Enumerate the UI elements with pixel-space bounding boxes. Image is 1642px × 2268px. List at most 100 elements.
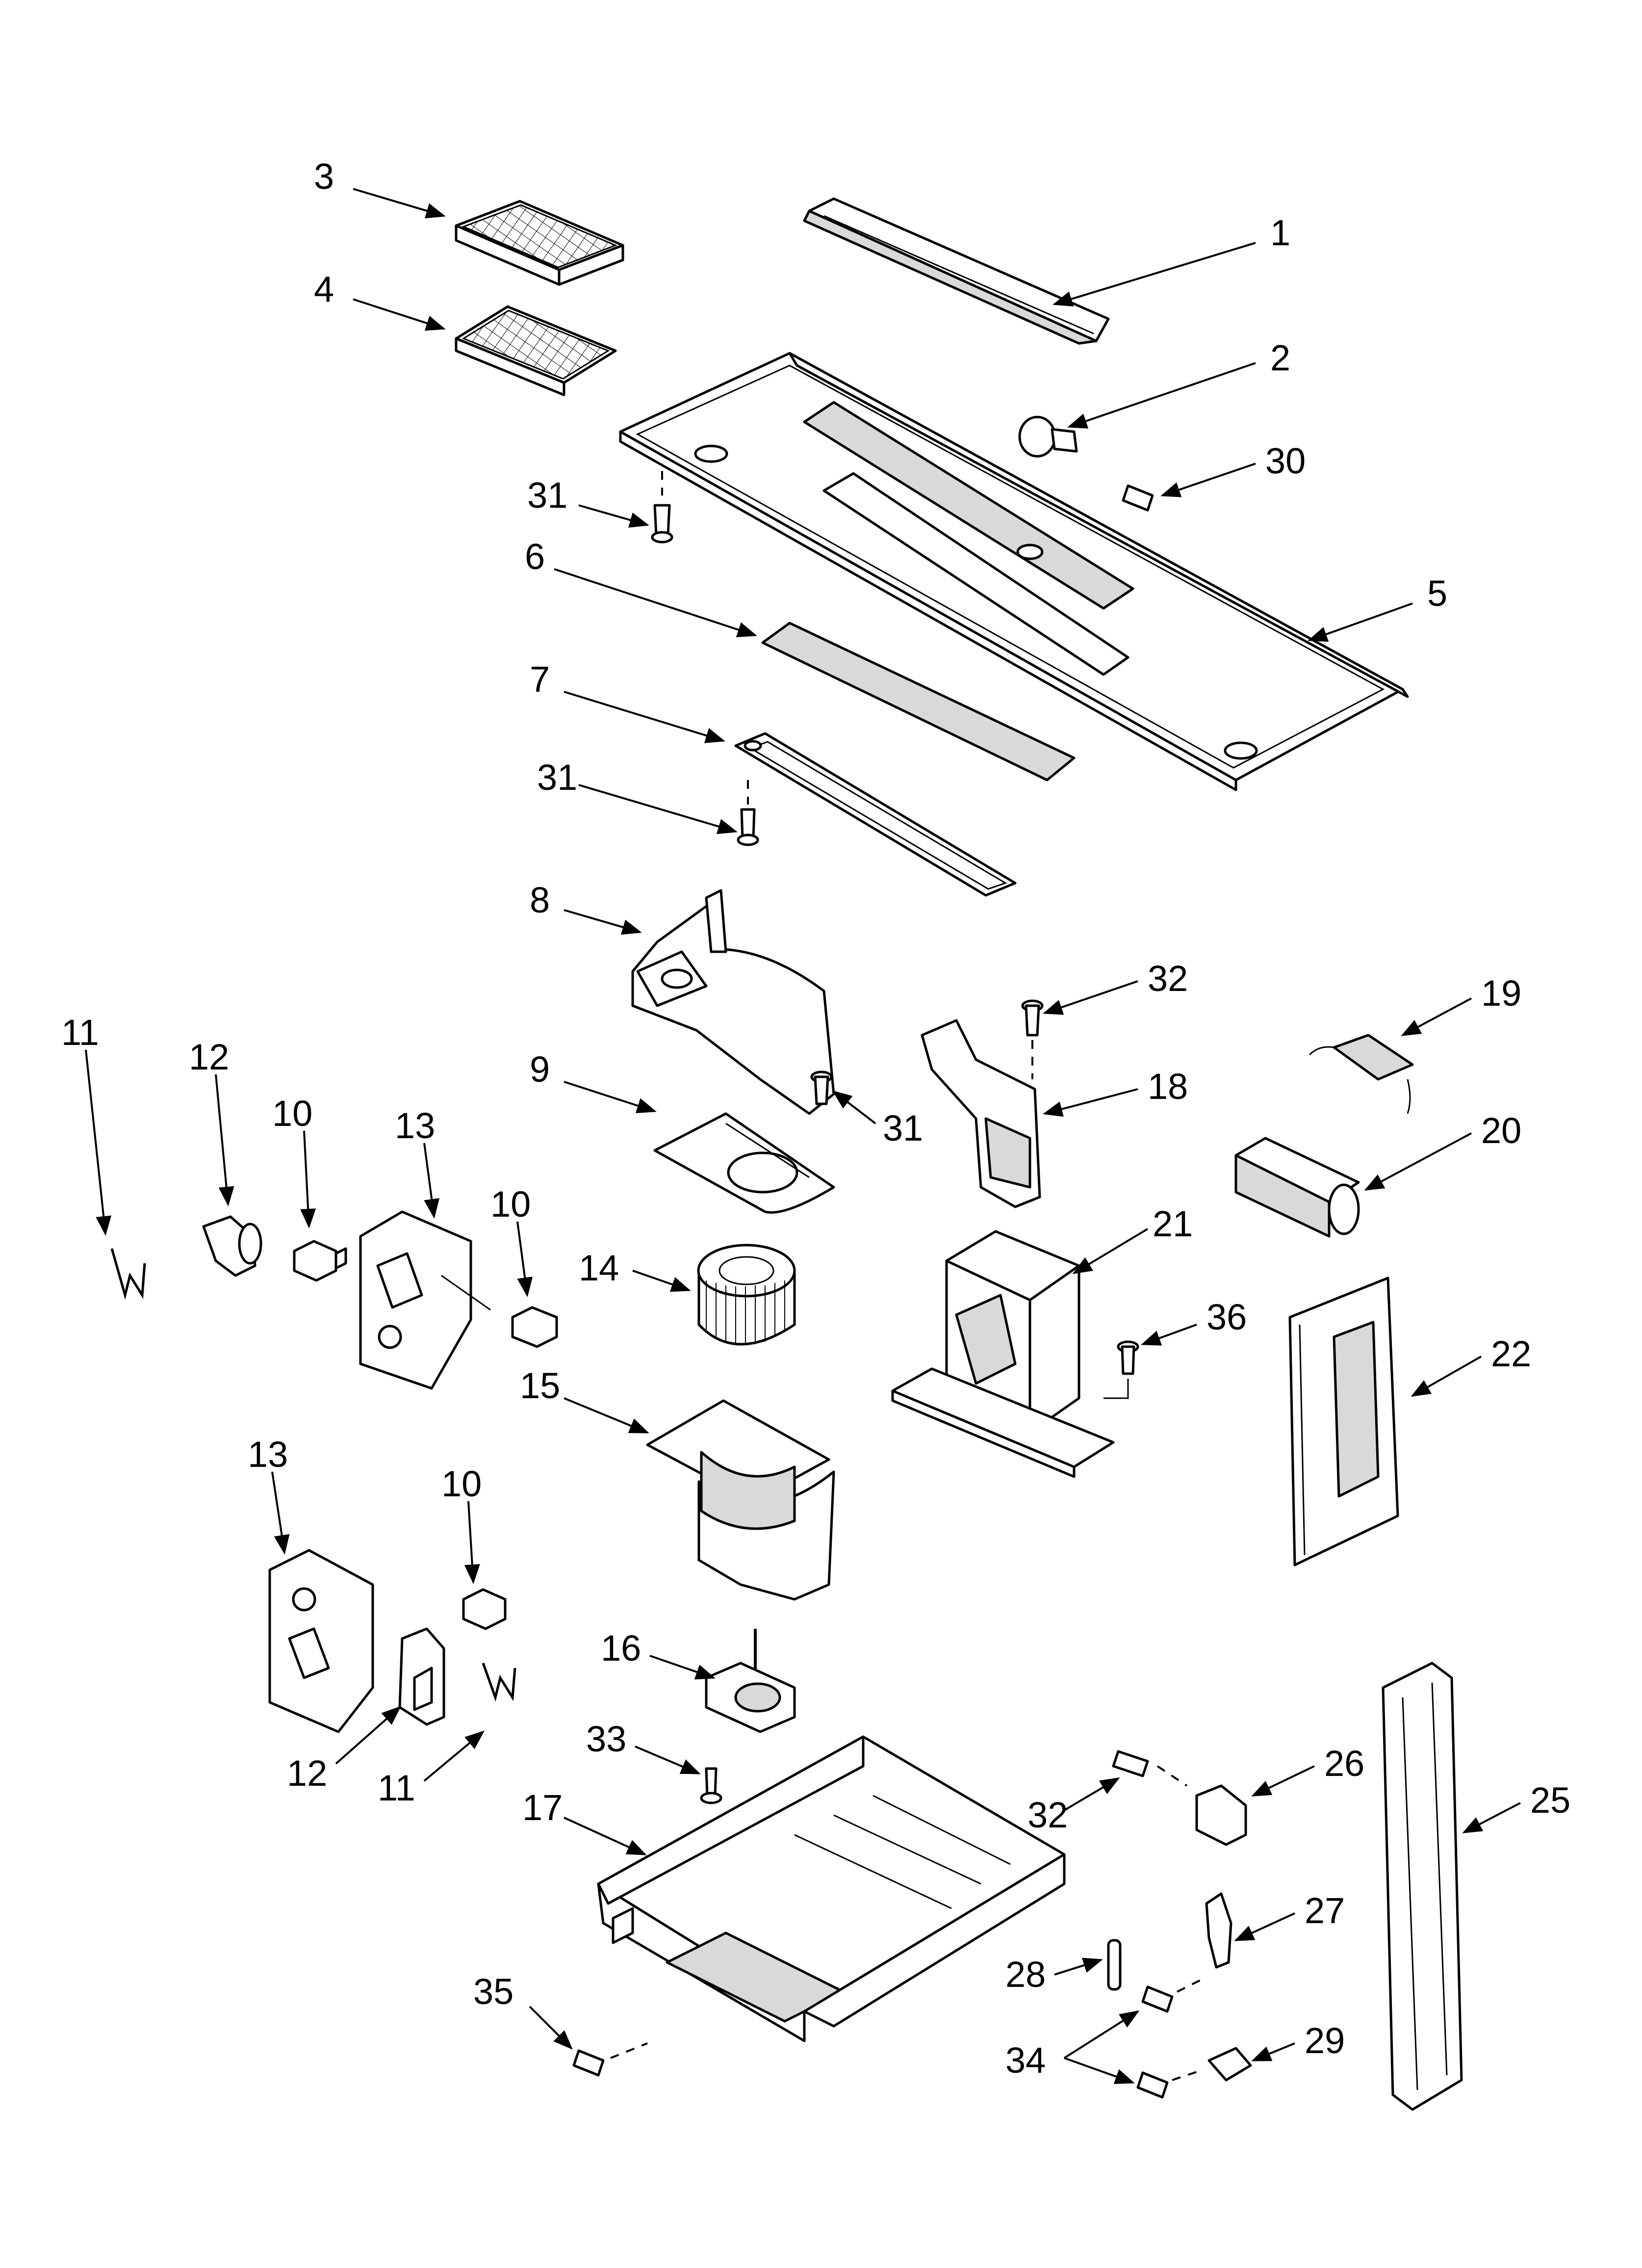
part-34-screw-a (1141, 1976, 1207, 2013)
callout-1: 1 (1270, 212, 1290, 253)
leader-2 (1067, 362, 1256, 429)
callout-10a: 10 (272, 1093, 312, 1134)
leader-31b (578, 784, 738, 834)
callout-19: 19 (1481, 973, 1521, 1014)
callout-14: 14 (579, 1248, 619, 1288)
leader-10c (464, 1501, 480, 1584)
part-22-side-panel (1288, 1277, 1399, 1566)
callout-30: 30 (1265, 441, 1306, 481)
leader-12b (335, 1706, 401, 1765)
part-21-transformer (891, 1230, 1115, 1478)
leader-5 (1308, 602, 1413, 642)
part-10-switch-a (293, 1240, 347, 1282)
leader-16 (649, 1655, 716, 1680)
leader-17 (564, 1817, 647, 1855)
part-16-motor (705, 1629, 796, 1733)
callout-36: 36 (1206, 1297, 1247, 1337)
part-13-latch-bracket-b (268, 1549, 374, 1733)
callout-4: 4 (314, 269, 334, 310)
callout-5: 5 (1427, 573, 1447, 614)
callout-9: 9 (530, 1049, 550, 1090)
callout-7: 7 (530, 659, 550, 700)
callout-31a: 31 (527, 475, 567, 516)
callout-6: 6 (525, 536, 545, 577)
callout-10b: 10 (490, 1184, 531, 1225)
callout-11b: 11 (378, 1768, 415, 1808)
leader-13b (271, 1471, 290, 1555)
part-33-screw (700, 1767, 722, 1804)
part-20-capacitor (1234, 1137, 1360, 1238)
leader-13a (423, 1143, 440, 1219)
leader-33 (635, 1746, 701, 1774)
callout-25: 25 (1530, 1780, 1570, 1821)
callout-labels: 1 2 3 4 5 6 7 8 9 10 10 10 11 11 12 12 1… (61, 156, 1570, 2081)
callout-33: 33 (586, 1719, 626, 1759)
leader-15 (564, 1397, 649, 1434)
leader-7 (564, 691, 725, 743)
leader-11b (423, 1730, 485, 1782)
part-27-clip (1205, 1892, 1232, 1969)
part-6-sheet (761, 622, 1076, 782)
part-29-holder (1207, 2047, 1252, 2082)
part-32-screw-a (1021, 999, 1044, 1079)
callout-27: 27 (1305, 1890, 1345, 1931)
callout-32a: 32 (1148, 958, 1188, 999)
part-30-screw (1122, 484, 1154, 512)
part-11-spring-a (110, 1248, 146, 1300)
callout-13a: 13 (395, 1105, 435, 1146)
callout-29: 29 (1305, 2020, 1345, 2061)
leader-12a (215, 1074, 234, 1206)
callout-26: 26 (1324, 1743, 1364, 1784)
callout-22: 22 (1491, 1333, 1531, 1374)
part-1-vent-grille (803, 197, 1110, 345)
part-32-screw-b (1112, 1750, 1188, 1787)
leader-22 (1411, 1356, 1482, 1397)
callout-20: 20 (1481, 1110, 1521, 1151)
part-31-screw-c (810, 1070, 833, 1105)
leader-18 (1043, 1088, 1138, 1117)
leader-32a (1043, 980, 1138, 1015)
leader-10b (516, 1221, 533, 1297)
callout-18: 18 (1148, 1066, 1188, 1107)
leader-9 (564, 1081, 657, 1114)
leader-19 (1401, 997, 1472, 1036)
callout-10c: 10 (441, 1463, 482, 1504)
part-13-latch-bracket-a (359, 1210, 491, 1390)
part-9-fan-plate (653, 1112, 835, 1214)
part-10-switch-c (462, 1588, 507, 1630)
callout-31b: 31 (537, 757, 577, 798)
part-3-filter (455, 200, 624, 286)
callout-12a: 12 (189, 1037, 229, 1077)
leader-29 (1251, 2042, 1295, 2061)
leader-31c (832, 1090, 876, 1124)
leader-14 (632, 1270, 691, 1292)
part-14-blower-wheel (697, 1244, 796, 1346)
leader-lines (85, 188, 1521, 2084)
callout-21: 21 (1153, 1203, 1193, 1244)
leader-34b (1064, 2057, 1135, 2084)
part-28-fuse (1107, 1939, 1122, 1991)
leader-35 (529, 2006, 573, 2050)
leader-10a (300, 1130, 316, 1228)
part-31-screw-a (651, 471, 673, 544)
part-34-screw-b (1136, 2069, 1202, 2099)
part-12-actuator-a (202, 1215, 262, 1277)
leader-31a (578, 504, 649, 528)
callout-12b: 12 (287, 1753, 327, 1794)
part-18-bracket (921, 1019, 1041, 1208)
callout-2: 2 (1270, 338, 1290, 378)
leader-25 (1462, 1802, 1521, 1833)
part-35-screw (572, 2042, 648, 2077)
part-19-diode (1308, 1034, 1414, 1114)
leader-20 (1364, 1132, 1472, 1191)
leader-27 (1234, 1912, 1295, 1941)
callout-3: 3 (314, 156, 334, 197)
part-2-light-bulb (1018, 416, 1078, 458)
part-25-channel-bar (1382, 1662, 1463, 2111)
leader-26 (1251, 1765, 1315, 1797)
callout-8: 8 (530, 880, 550, 920)
callout-32b: 32 (1027, 1795, 1068, 1835)
leader-30 (1160, 463, 1256, 497)
part-31-screw-b (737, 780, 759, 846)
part-17-base-tray (597, 1735, 1066, 2042)
